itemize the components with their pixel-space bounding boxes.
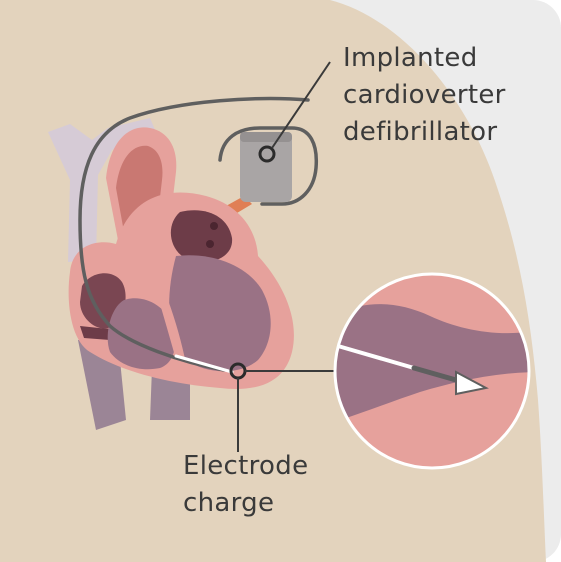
device-label-line: Implanted: [343, 40, 506, 77]
pulmonary-vein-opening: [206, 240, 214, 248]
electrode-label: Electrode charge: [183, 448, 308, 522]
icd-device-body: [240, 132, 292, 202]
icd-device: [240, 132, 292, 202]
device-label: Implanted cardioverter defibrillator: [343, 40, 506, 151]
electrode-label-line: Electrode: [183, 448, 308, 485]
icd-device-header: [240, 132, 292, 142]
electrode-label-line: charge: [183, 485, 308, 522]
device-label-line: cardioverter: [343, 77, 506, 114]
device-label-line: defibrillator: [343, 114, 506, 151]
pulmonary-vein-opening: [210, 222, 218, 230]
